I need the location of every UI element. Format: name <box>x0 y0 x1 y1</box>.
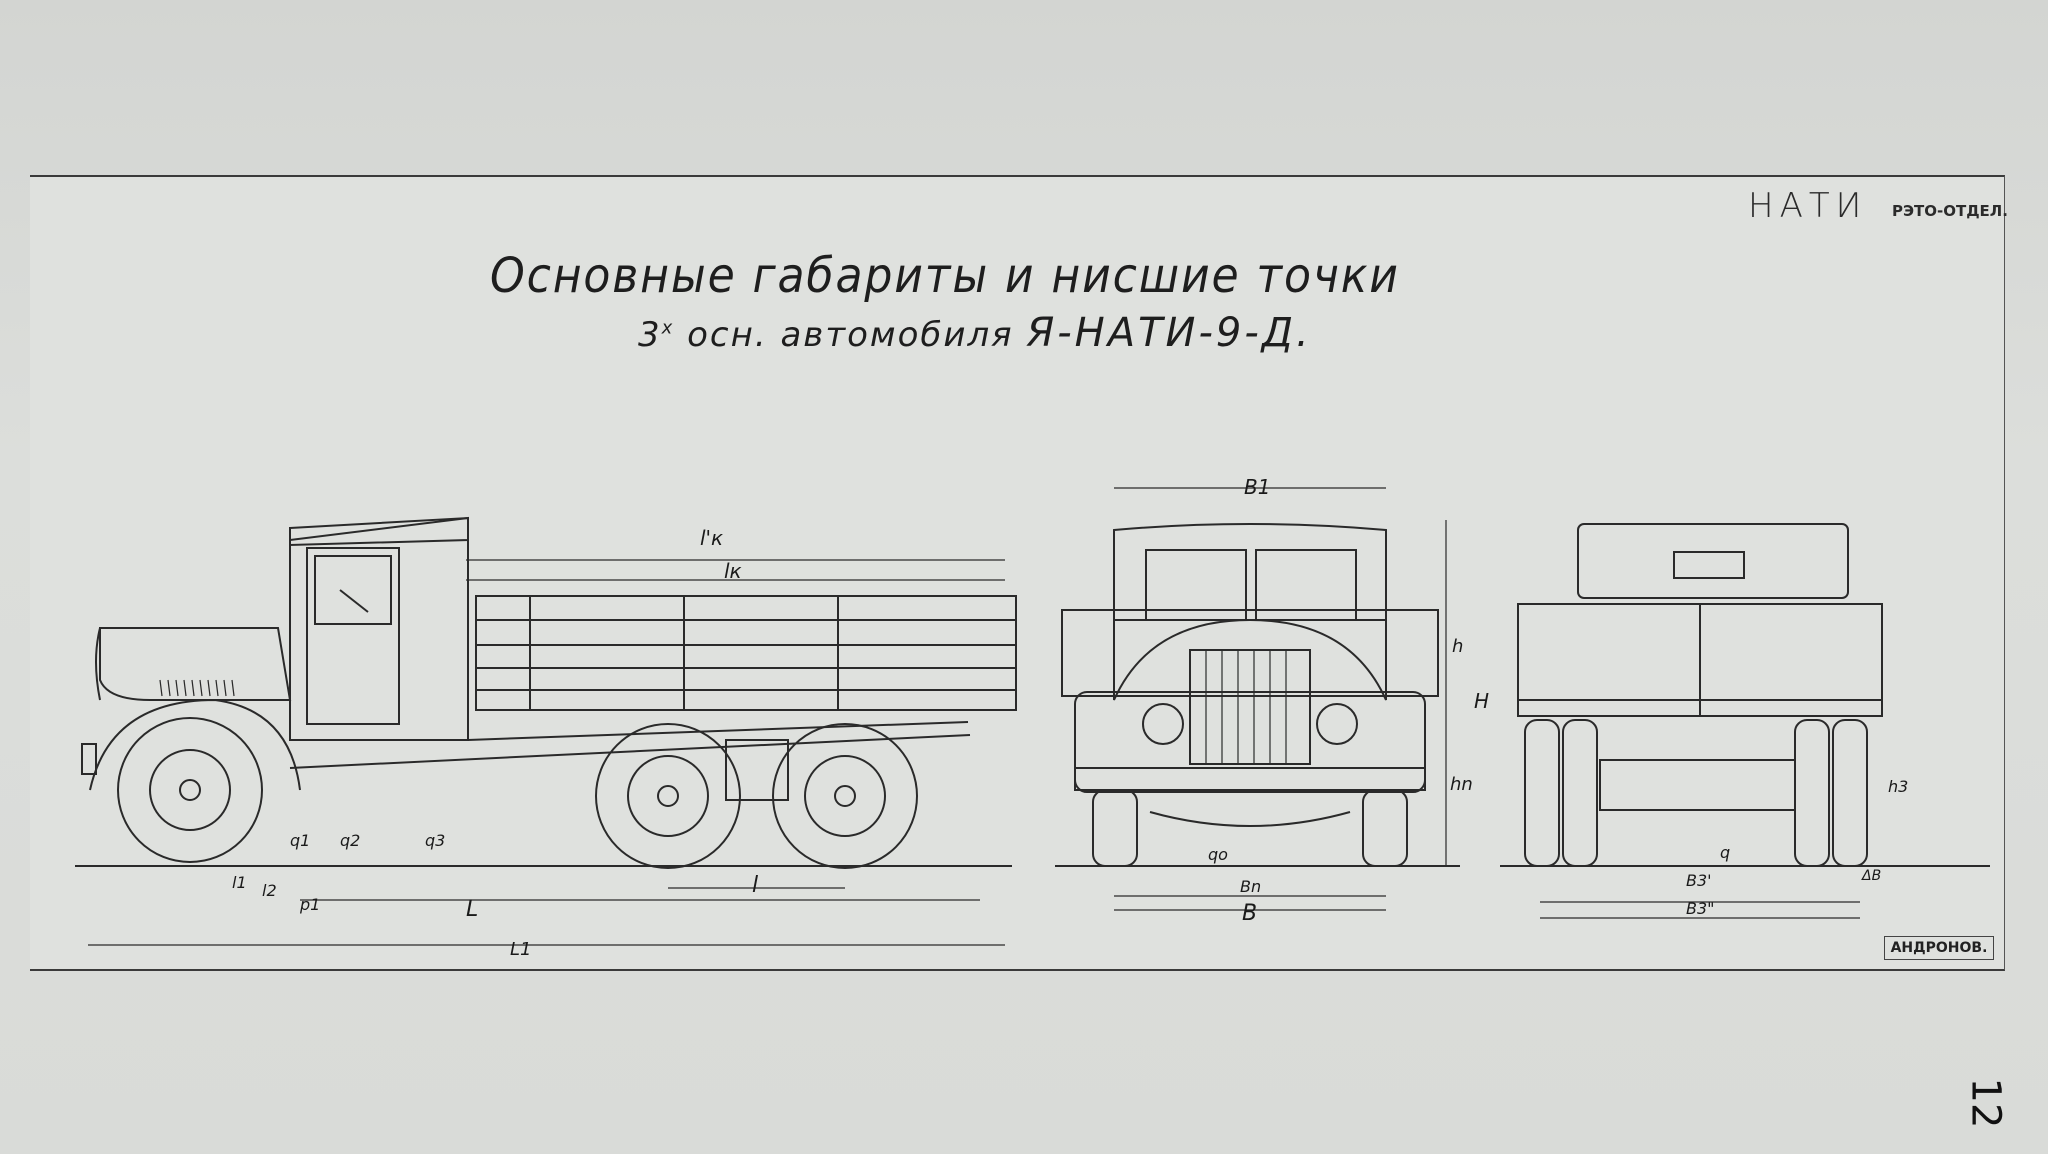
cab-door <box>306 547 400 725</box>
dim-B: B <box>1242 901 1257 926</box>
dim-p1: p1 <box>299 895 320 914</box>
windshield-left <box>1145 549 1247 621</box>
dim-B1: B1 <box>1244 475 1270 499</box>
dim-lk-prime: l'к <box>700 526 723 550</box>
side-view <box>81 516 1017 946</box>
rear-axle-housing <box>1599 759 1796 811</box>
rear-wheel-1 <box>595 723 741 869</box>
rear-tire-3 <box>1794 719 1830 867</box>
dim-lk: lк <box>724 559 742 583</box>
front-tire-left <box>1092 789 1138 867</box>
dim-l1: l1 <box>232 873 247 892</box>
windshield-right <box>1255 549 1357 621</box>
steering-wheel <box>339 589 369 613</box>
dim-q3: q3 <box>425 831 445 850</box>
front-fender <box>89 698 301 791</box>
dim-h: h <box>1452 636 1463 657</box>
radiator-front <box>95 627 101 701</box>
dim-L1: L1 <box>510 939 531 960</box>
hood-front <box>1113 618 1387 701</box>
hood-louvers <box>159 679 235 697</box>
rear-tire-1 <box>1524 719 1560 867</box>
subtitle-prefix: 3х осн. автомобиля <box>638 315 1027 355</box>
bogie-bracket <box>725 739 789 801</box>
page-number: 12 <box>1962 1077 2009 1129</box>
dim-h3: h3 <box>1888 777 1908 796</box>
headlight-right <box>1316 703 1358 745</box>
drawing-title: Основные габариты и нисшие точки <box>490 248 1400 304</box>
dim-delta-B: ΔB <box>1861 868 1881 884</box>
drawing-frame <box>30 175 2005 971</box>
dim-l: l <box>752 873 758 898</box>
front-bumper <box>81 743 97 775</box>
dim-q: q <box>1720 843 1730 862</box>
subtitle-superscript: х <box>661 317 675 339</box>
bed-sill <box>467 721 969 741</box>
front-bed-side <box>1061 609 1439 697</box>
cab-rear <box>1577 523 1849 599</box>
department-label: РЭТО-ОТДЕЛ. <box>1892 202 2008 220</box>
rear-wheel-2 <box>772 723 918 869</box>
radiator-grille <box>1189 649 1311 765</box>
org-logo: НАТИ <box>1748 186 1868 226</box>
cab-window <box>314 555 392 625</box>
front-wheel-hub <box>149 749 231 831</box>
dim-q2: q2 <box>340 831 360 850</box>
dim-l2: l2 <box>262 881 277 900</box>
author-stamp: АНДРОНОВ. <box>1884 936 1994 960</box>
front-view <box>1061 487 1447 911</box>
cab-roof <box>289 516 469 547</box>
front-wheel-center <box>179 779 201 801</box>
headlight-left <box>1142 703 1184 745</box>
dim-hn: hn <box>1450 774 1473 795</box>
rear-cab-window <box>1673 551 1745 579</box>
rear-view <box>1517 523 1883 919</box>
cab-body <box>289 516 469 741</box>
dim-L: L <box>466 897 478 922</box>
front-axle <box>1149 811 1351 827</box>
front-wheel <box>117 717 263 863</box>
dim-Bn: Bn <box>1240 877 1261 896</box>
front-tire-right <box>1362 789 1408 867</box>
drawing-subtitle: 3х осн. автомобиля Я-НАТИ-9-Д. <box>638 310 1312 356</box>
cargo-bed <box>475 595 1017 711</box>
subtitle-model: Я-НАТИ-9-Д. <box>1026 310 1312 356</box>
cab-front <box>1113 523 1387 621</box>
rear-tire-2 <box>1562 719 1598 867</box>
front-bumper-bar <box>1074 767 1426 791</box>
dim-qo: qo <box>1208 845 1228 864</box>
chassis-frame <box>289 734 971 769</box>
hood <box>99 627 292 701</box>
dim-B3-prime: B3' <box>1686 871 1712 890</box>
rear-tire-4 <box>1832 719 1868 867</box>
front-fenders <box>1074 691 1426 793</box>
dim-H: H <box>1474 689 1489 713</box>
dim-q1: q1 <box>290 831 310 850</box>
dim-B3-double-prime: B3" <box>1686 899 1715 918</box>
